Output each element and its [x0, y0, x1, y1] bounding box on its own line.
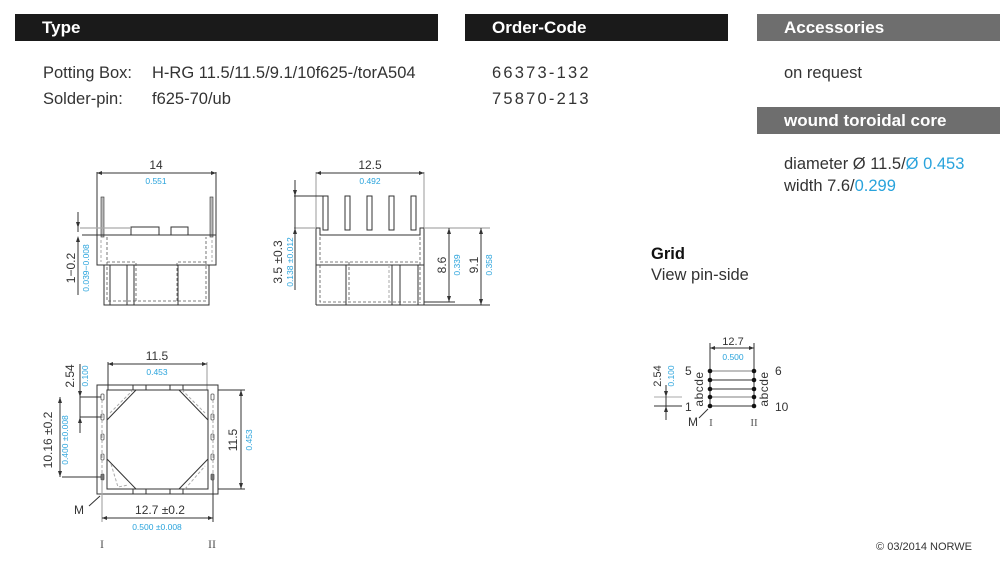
type-header: Type	[15, 14, 438, 41]
core-width-mm: width 7.6/	[784, 177, 855, 195]
core-width-inch: 0.299	[854, 177, 896, 195]
bottom-row-mm: 12.7 ±0.2	[135, 503, 185, 517]
side-h1-in: 0.339	[452, 254, 462, 276]
core-diameter-inch: Ø 0.453	[905, 155, 965, 173]
bottom-m-label: M	[74, 503, 84, 517]
bottom-row-in: 0.500 ±0.008	[132, 522, 182, 532]
front-height-in: 0.039−0.008	[81, 244, 91, 292]
type-value-potting-box: H-RG 11.5/11.5/9.1/10f625-/torA504	[152, 64, 416, 82]
grid-row-II: II	[750, 417, 758, 429]
grid-letters-left: abcde	[692, 371, 706, 406]
bottom-width-in: 0.453	[146, 367, 168, 377]
accessories-text: on request	[784, 64, 862, 82]
core-diameter-mm: diameter Ø 11.5/	[784, 155, 906, 173]
bottom-span-mm: 10.16 ±0.2	[41, 411, 55, 468]
core-width: width 7.6/0.299	[784, 177, 896, 196]
bottom-view: 11.5 0.453	[41, 349, 254, 551]
side-width-mm: 12.5	[358, 158, 382, 172]
grid-pin-6: 6	[775, 364, 782, 378]
front-height-mm: 1−0.2	[64, 252, 78, 283]
front-view: 14 0.551 1−0.2 0.039−0.008	[64, 158, 217, 306]
pin-grid: 12.7 0.500 5 1 6 10 abcde abcde 2.54 0.1…	[652, 336, 789, 429]
bottom-height-in: 0.453	[244, 429, 254, 451]
grid-row-I: I	[709, 417, 713, 429]
side-h1-mm: 8.6	[435, 256, 449, 273]
grid-subtitle: View pin-side	[651, 266, 749, 284]
grid-title: Grid	[651, 245, 685, 263]
side-h2-in: 0.358	[484, 254, 494, 276]
bottom-row-II: II	[208, 537, 216, 551]
bottom-pitch-mm: 2.54	[63, 364, 77, 388]
wound-core-header: wound toroidal core	[757, 107, 1000, 134]
bottom-span-in: 0.400 ±0.008	[60, 415, 70, 465]
bottom-pitch-in: 0.100	[80, 365, 90, 387]
grid-pitch-in: 0.100	[666, 365, 676, 387]
bottom-row-I: I	[100, 537, 104, 551]
grid-m-label: M	[688, 415, 698, 429]
order-code-2: 75870-213	[492, 90, 591, 108]
side-h2-mm: 9.1	[467, 256, 481, 273]
grid-pin-10: 10	[775, 400, 789, 414]
grid-pitch-mm: 2.54	[652, 365, 664, 386]
front-width-mm: 14	[149, 158, 163, 172]
order-code-header: Order-Code	[465, 14, 728, 41]
bottom-height-mm: 11.5	[226, 428, 240, 451]
grid-pin-1: 1	[685, 400, 692, 414]
bottom-width-mm: 11.5	[146, 349, 169, 363]
grid-dim-mm: 12.7	[722, 336, 743, 348]
core-diameter: diameter Ø 11.5/Ø 0.453	[784, 155, 964, 174]
side-width-in: 0.492	[359, 176, 381, 186]
copyright: © 03/2014 NORWE	[876, 541, 972, 553]
type-label-potting-box: Potting Box:	[43, 64, 132, 82]
front-width-in: 0.551	[145, 176, 167, 186]
accessories-header: Accessories	[757, 14, 1000, 41]
grid-pin-5: 5	[685, 364, 692, 378]
side-pin-in: 0.138 ±0.012	[285, 237, 295, 287]
type-value-solder-pin: f625-70/ub	[152, 90, 231, 108]
type-label-solder-pin: Solder-pin:	[43, 90, 123, 108]
order-code-1: 66373-132	[492, 64, 591, 82]
side-view: 12.5 0.492 3.5 ±0.3 0.138 ±0.012 8	[271, 158, 494, 306]
grid-dim-in: 0.500	[722, 352, 744, 362]
side-pin-mm: 3.5 ±0.3	[271, 240, 285, 284]
grid-letters-right: abcde	[757, 371, 771, 406]
